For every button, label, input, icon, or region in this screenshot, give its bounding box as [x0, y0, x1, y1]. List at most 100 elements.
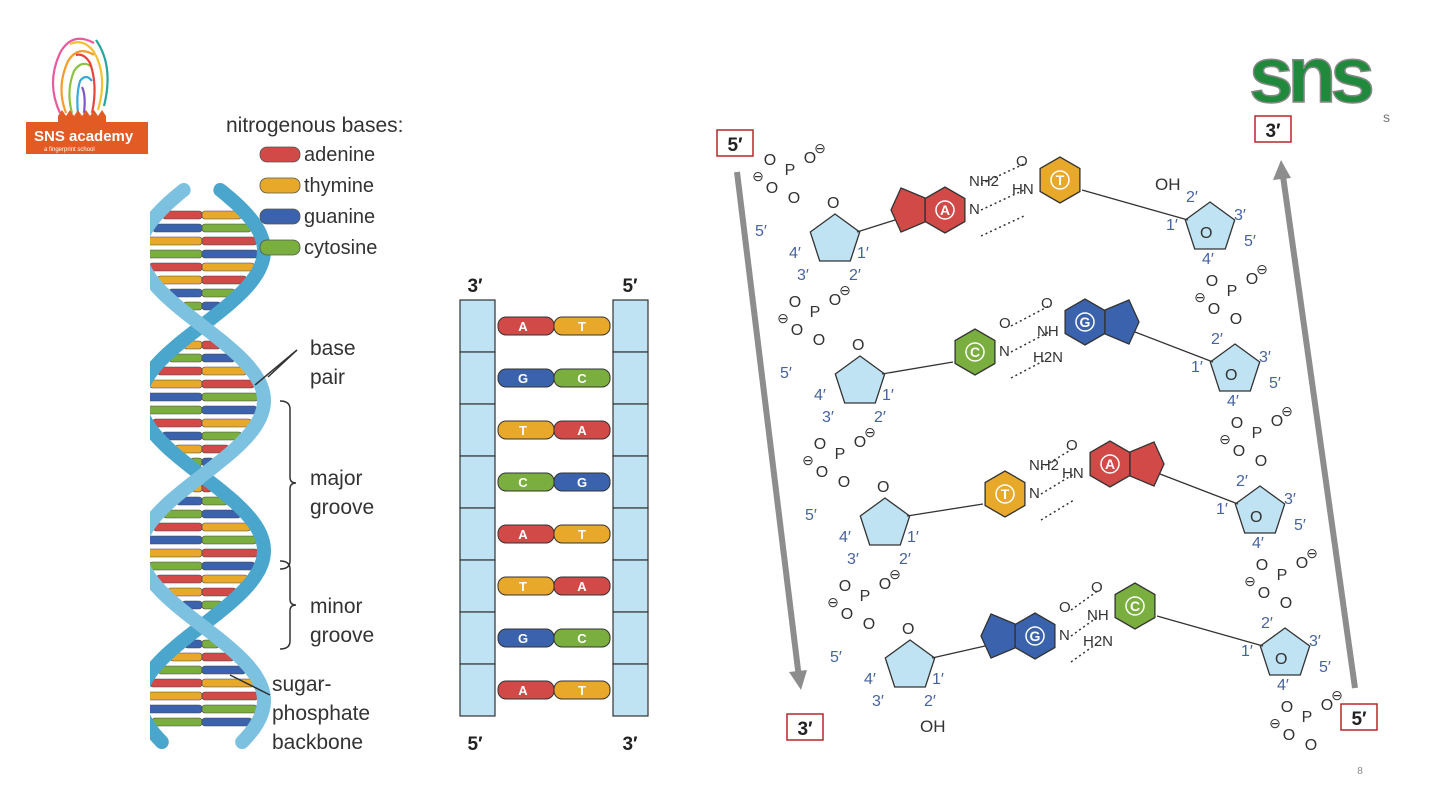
- base-ring-C: [1114, 582, 1156, 630]
- ladder-backbone-segment: [612, 663, 649, 717]
- phosphorus-atom: P: [785, 162, 796, 179]
- phosphorus-atom: P: [1252, 425, 1263, 442]
- helix-base-pair: [201, 535, 257, 545]
- glycosidic-bond: [881, 361, 954, 375]
- oxygen-atom: O: [879, 576, 891, 593]
- deoxyribose-sugar: [884, 639, 936, 688]
- oxygen-atom: O: [838, 474, 850, 491]
- oxygen-atom: O: [1230, 311, 1242, 328]
- hydroxyl-group: OH: [920, 717, 946, 736]
- negative-charge: ⊖: [1306, 545, 1318, 561]
- negative-charge: ⊖: [814, 140, 826, 156]
- helix-base-pair: [201, 249, 259, 259]
- helix-backbone-strand-a: [132, 183, 272, 749]
- oxygen-atom: O: [816, 464, 828, 481]
- ladder-base-T: [553, 680, 611, 700]
- carbon-label: 1′: [882, 387, 894, 404]
- oxygen-atom: O: [813, 332, 825, 349]
- logo-left-tagline: a fingerprint school: [44, 147, 95, 153]
- helix-base-pair: [201, 262, 255, 272]
- hydrogen-bond: [1070, 615, 1100, 637]
- legend-label-adenine: adenine: [304, 144, 375, 166]
- helix-base-pair: [145, 548, 203, 558]
- carbon-label: 4′: [839, 529, 851, 546]
- atom-label: NH2: [1029, 457, 1059, 474]
- hydrogen-bond: [1070, 589, 1100, 611]
- oxygen-atom: O: [789, 294, 801, 311]
- helix-base-pair: [201, 665, 246, 675]
- oxygen-atom: O: [1321, 697, 1333, 714]
- base-letter: A: [940, 202, 950, 218]
- atom-label: NH2: [969, 173, 999, 190]
- atom-label: O: [1041, 295, 1053, 312]
- helix-base-pair: [201, 704, 258, 714]
- helix-base-pair: [201, 405, 258, 415]
- ring-oxygen: O: [1275, 651, 1287, 668]
- ladder-backbone-segment: [459, 351, 496, 405]
- helix-base-pair: [157, 366, 203, 376]
- helix-base-pair: [149, 262, 203, 272]
- base-letter: G: [1030, 628, 1041, 644]
- carbon-label: 3′: [872, 693, 884, 710]
- oxygen-atom: O: [1271, 413, 1283, 430]
- base-letter: C: [970, 344, 980, 360]
- ladder-base-T: [553, 524, 611, 544]
- carbon-label: 5′: [805, 507, 817, 524]
- base-letter-circle: [995, 484, 1015, 504]
- oxygen-atom: O: [1231, 415, 1243, 432]
- carbon-label: 3′: [1234, 207, 1246, 224]
- ladder-base-letter: A: [577, 579, 587, 594]
- oxygen-atom: O: [1233, 443, 1245, 460]
- ladder-bottom-right-end: 3′: [622, 734, 638, 755]
- carbon-label: 5′: [1294, 517, 1306, 534]
- carbon-label: 1′: [1216, 501, 1228, 518]
- oxygen-atom: O: [1280, 595, 1292, 612]
- ladder-backbone-segment: [459, 611, 496, 665]
- carbon-label: 1′: [1241, 643, 1253, 660]
- ladder-base-letter: G: [518, 631, 528, 646]
- carbon-label: 2′: [1186, 189, 1198, 206]
- carbon-label: 1′: [857, 245, 869, 262]
- ladder-backbone-segment: [612, 299, 649, 353]
- carbon-label: 2′: [1211, 331, 1223, 348]
- base-letter-circle: [1025, 626, 1045, 646]
- deoxyribose-sugar: [1234, 485, 1286, 534]
- helix-base-pair: [201, 236, 258, 246]
- ladder-base-C: [553, 368, 611, 388]
- phosphorus-atom: P: [1302, 709, 1313, 726]
- oxygen-atom: O: [1296, 555, 1308, 572]
- legend-label-thymine: thymine: [304, 175, 374, 197]
- base-letter: C: [1130, 598, 1140, 614]
- base-ring-G: [1104, 299, 1140, 345]
- atom-label: HN: [1062, 465, 1084, 482]
- base-ring-T: [984, 470, 1026, 518]
- hydrogen-bond: [1010, 331, 1050, 353]
- oxygen-atom: O: [1208, 301, 1220, 318]
- glycosidic-bond: [856, 219, 896, 233]
- helix-backbone-strand-b: [132, 183, 272, 749]
- atom-label: N: [1059, 627, 1070, 644]
- carbon-label: 5′: [1319, 659, 1331, 676]
- base-letter-circle: [935, 200, 955, 220]
- ladder-backbone-segment: [459, 663, 496, 717]
- carbon-label: 2′: [1236, 473, 1248, 490]
- atom-label: O: [1059, 599, 1071, 616]
- chem-left-bottom-end: 3′: [797, 719, 813, 740]
- base-letter: G: [1080, 314, 1091, 330]
- ladder-base-letter: T: [578, 319, 586, 334]
- carbon-label: 1′: [907, 529, 919, 546]
- base-letter: T: [1056, 172, 1065, 188]
- carbon-label: 5′: [755, 223, 767, 240]
- fingerprint-icon: SNS academy a fingerprint school: [26, 37, 148, 154]
- carbon-label: 4′: [814, 387, 826, 404]
- carbon-label: 4′: [1252, 535, 1264, 552]
- glycosidic-bond: [931, 645, 986, 659]
- helix-base-pair: [148, 561, 203, 571]
- base-letter-circle: [1075, 312, 1095, 332]
- ladder-base-letter: A: [518, 683, 528, 698]
- ladder-backbone-segment: [612, 559, 649, 613]
- ring-oxygen: O: [1250, 509, 1262, 526]
- hydrogen-bond: [1040, 499, 1075, 521]
